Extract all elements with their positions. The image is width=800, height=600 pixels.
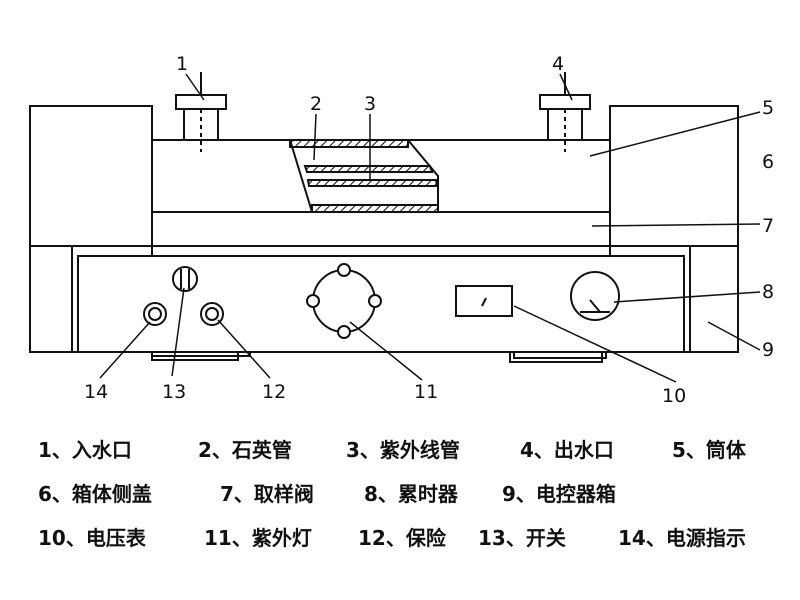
callout-13: 13 xyxy=(162,381,186,403)
uv-tube-band-2 xyxy=(306,179,439,187)
callout-4: 4 xyxy=(552,53,564,75)
callout-12: 12 xyxy=(262,381,286,403)
switch xyxy=(172,266,198,292)
legend-item-side-cover: 6、箱体侧盖 xyxy=(38,482,152,506)
callout-6: 6 xyxy=(762,151,774,173)
legend-item-sample-valve: 7、取样阀 xyxy=(220,482,314,506)
leader-lines xyxy=(99,73,761,383)
callout-8: 8 xyxy=(762,281,774,303)
water-outlet-pipe xyxy=(539,72,591,152)
legend-item-control-box: 9、电控器箱 xyxy=(502,482,616,506)
legend-item-fuse: 12、保险 xyxy=(358,526,446,550)
quartz-tube-top-band xyxy=(289,139,409,148)
callout-5: 5 xyxy=(762,97,774,119)
legend-item-outlet: 4、出水口 xyxy=(520,438,614,462)
callout-2: 2 xyxy=(310,93,322,115)
cutaway-section xyxy=(288,139,439,213)
legend-item-quartz-tube: 2、石英管 xyxy=(198,438,292,462)
fuse xyxy=(200,302,224,326)
uv-tube-band-1 xyxy=(303,165,434,173)
legend-item-cylinder: 5、筒体 xyxy=(672,438,746,462)
legend-item-switch: 13、开关 xyxy=(478,526,566,550)
callout-numbers: 1 2 3 4 5 6 7 8 9 10 11 12 13 14 xyxy=(84,53,774,407)
legend-item-uv-lamp: 11、紫外灯 xyxy=(204,526,312,550)
legend-item-inlet: 1、入水口 xyxy=(38,438,132,462)
legend-item-power-light: 14、电源指示 xyxy=(618,526,746,550)
legend-item-uv-tube: 3、紫外线管 xyxy=(346,438,460,462)
callout-7: 7 xyxy=(762,215,774,237)
callout-3: 3 xyxy=(364,93,376,115)
callout-1: 1 xyxy=(176,53,188,75)
callout-10: 10 xyxy=(662,385,686,407)
callout-11: 11 xyxy=(414,381,438,403)
voltmeter xyxy=(455,285,513,317)
legend-item-voltmeter: 10、电压表 xyxy=(38,526,146,550)
uv-lamp xyxy=(306,263,382,339)
power-indicator xyxy=(143,302,167,326)
callout-9: 9 xyxy=(762,339,774,361)
callout-14: 14 xyxy=(84,381,108,403)
hour-meter xyxy=(570,271,620,321)
legend-item-hour-meter: 8、累时器 xyxy=(364,482,458,506)
water-inlet-pipe xyxy=(175,72,227,152)
quartz-tube-bottom-band xyxy=(311,204,439,213)
